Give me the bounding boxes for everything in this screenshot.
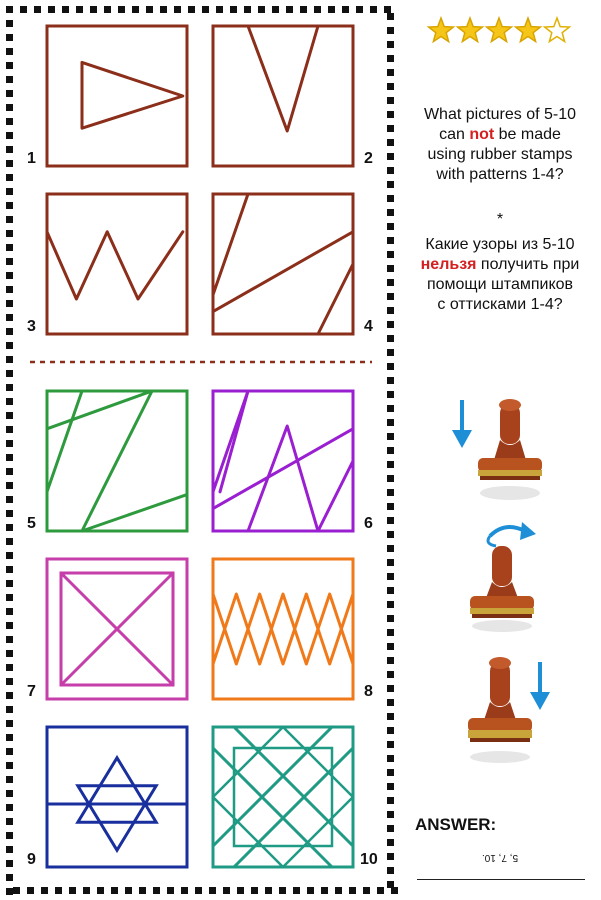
emphasis-not: not [469,126,495,143]
tile-number-1: 1 [27,150,36,167]
answer-underline [417,879,585,880]
rubber-stamps-illustration [452,399,550,763]
tile-number-9: 9 [27,851,36,868]
star-icon [542,15,572,44]
tile-4 [211,192,355,336]
question-en-line3: using rubber stamps [427,146,573,163]
arrow-down-icon [530,662,550,710]
tile-number-10: 10 [360,851,378,868]
tile-3 [45,192,189,336]
tile-6 [211,389,355,533]
checkered-border [6,6,398,895]
stamp-icon [470,546,534,632]
star-icon [455,15,485,44]
question-ru-line1: Какие узоры из 5-10 [425,236,575,253]
star-icon [513,15,543,44]
stamp-icon [478,399,542,500]
arrow-down-icon [452,400,472,448]
question-english: What pictures of 5-10 can not be made us… [400,105,600,185]
stamp-1 [452,399,542,500]
stamp-2 [470,522,536,632]
answer-label: ANSWER: [415,815,497,834]
tile-number-6: 6 [364,515,373,532]
question-en-line2-pre: can [439,126,470,143]
tile-number-2: 2 [364,150,373,167]
stamp-3 [468,657,550,763]
tile-number-7: 7 [27,683,36,700]
question-russian: Какие узоры из 5-10 нельзя получить при … [400,235,600,315]
question-en-line2-post: be made [494,126,561,143]
question-en-line4: with patterns 1-4? [436,166,564,183]
emphasis-nelzya: нельзя [420,256,477,273]
pattern-1 [80,60,185,130]
tile-number-4: 4 [364,318,373,335]
stamp-icon [468,657,532,763]
question-ru-line2: нельзя получить при [400,255,600,275]
tile-2 [211,24,355,168]
tile-number-8: 8 [364,683,373,700]
pattern-3 [45,230,185,301]
rotate-arrow-icon [486,522,536,548]
tile-9 [45,725,189,869]
star-icon [484,15,514,44]
question-ru-line3: помощи штампиков [426,276,574,293]
question-en-line2: can not be made [400,125,600,145]
star-icon [426,15,456,44]
stars-row [426,15,572,44]
answer-value-upside-down: 5, 7, 10. [481,852,519,863]
difficulty-rating [426,15,576,50]
tile-number-5: 5 [27,515,36,532]
tile-number-3: 3 [27,318,36,335]
question-ru-line2-post: получить при [476,256,580,273]
separator-asterisk: * [496,211,504,228]
pattern-2 [246,24,320,133]
question-ru-line4: с оттисками 1-4? [437,296,563,313]
question-en-line1: What pictures of 5-10 [423,106,577,123]
tile-8 [211,557,355,701]
tile-1 [45,24,189,168]
